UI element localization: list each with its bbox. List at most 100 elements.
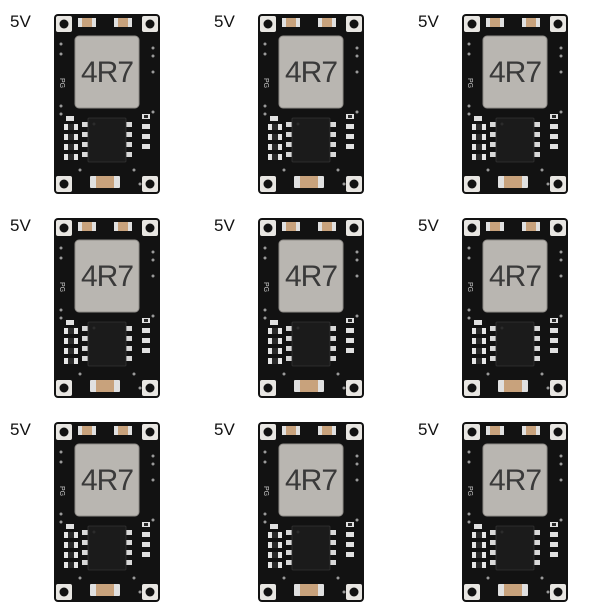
voltage-label: 5V [418,12,439,31]
inductor-marking: 4R7 [489,56,541,89]
inductor-marking: 4R7 [81,260,133,293]
bottom-vias [78,168,142,186]
voltage-label: 5V [418,216,439,235]
bottom-capacitor [498,584,528,596]
top-capacitors [486,222,540,231]
smd-components [270,522,354,557]
inductor-marking: 4R7 [285,464,337,497]
mounting-holes [464,220,566,396]
pg-silkscreen: PG [262,78,269,88]
regulator-ic [82,525,132,571]
bottom-vias [486,576,550,594]
inductor [279,36,343,108]
bottom-vias [282,576,346,594]
module-cell-9: 5V [408,408,608,610]
bottom-vias [282,372,346,390]
pcb-board: PG 4R7 [52,216,162,400]
regulator-ic [286,117,336,163]
pg-silkscreen: PG [58,486,65,496]
side-vias [263,42,359,116]
top-capacitors [78,222,132,231]
side-vias [467,450,563,524]
inductor [279,444,343,516]
smd-components [474,318,558,353]
module-cell-1: 5V [0,0,200,202]
inductor-marking: 4R7 [489,464,541,497]
regulator-ic [82,321,132,367]
mounting-holes [260,220,362,396]
pg-silkscreen: PG [466,78,473,88]
pcb-drawing: PG 4R7 [258,218,364,398]
pcb-drawing: PG 4R7 [462,422,568,602]
smd-components [270,114,354,149]
pg-silkscreen: PG [58,78,65,88]
side-vias [263,246,359,320]
module-cell-5: 5V [204,204,404,406]
top-capacitors [282,222,336,231]
regulator-ic [490,525,540,571]
inductor [75,444,139,516]
smd-components [474,522,558,557]
regulator-ic [490,321,540,367]
inductor [75,240,139,312]
bottom-vias [78,372,142,390]
side-vias [467,246,563,320]
left-passives [472,124,486,160]
mounting-holes [56,424,158,600]
regulator-ic [286,525,336,571]
pcb-drawing: PG 4R7 [258,14,364,194]
inductor [483,36,547,108]
regulator-ic [82,117,132,163]
pcb-board: PG 4R7 [52,12,162,196]
top-capacitors [282,426,336,435]
pcb-board: PG 4R7 [256,12,366,196]
bottom-capacitor [294,380,324,392]
bottom-vias [486,372,550,390]
pg-silkscreen: PG [466,282,473,292]
top-capacitors [282,18,336,27]
top-capacitors [486,426,540,435]
smd-components [66,522,150,557]
left-passives [472,328,486,364]
pcb-drawing: PG 4R7 [462,218,568,398]
mounting-holes [56,220,158,396]
mounting-holes [464,16,566,192]
voltage-label: 5V [214,420,235,439]
inductor-marking: 4R7 [81,464,133,497]
pg-silkscreen: PG [58,282,65,292]
bottom-capacitor [90,176,120,188]
mounting-holes [464,424,566,600]
pg-silkscreen: PG [466,486,473,496]
inductor-marking: 4R7 [81,56,133,89]
bottom-capacitor [294,176,324,188]
regulator-ic [490,117,540,163]
bottom-capacitor [90,380,120,392]
left-passives [268,328,282,364]
pg-silkscreen: PG [262,486,269,496]
pcb-drawing: PG 4R7 [462,14,568,194]
side-vias [263,450,359,524]
inductor [279,240,343,312]
pcb-board: PG 4R7 [52,420,162,604]
voltage-label: 5V [214,216,235,235]
side-vias [59,246,155,320]
module-cell-8: 5V [204,408,404,610]
left-passives [472,532,486,568]
module-cell-2: 5V [204,0,404,202]
inductor [75,36,139,108]
side-vias [59,450,155,524]
voltage-label: 5V [10,216,31,235]
module-cell-3: 5V [408,0,608,202]
top-capacitors [78,426,132,435]
smd-components [474,114,558,149]
voltage-label: 5V [10,420,31,439]
inductor-marking: 4R7 [285,56,337,89]
left-passives [268,532,282,568]
smd-components [66,318,150,353]
bottom-vias [486,168,550,186]
pg-silkscreen: PG [262,282,269,292]
pcb-drawing: PG 4R7 [54,218,160,398]
inductor [483,240,547,312]
mounting-holes [260,16,362,192]
pcb-drawing: PG 4R7 [258,422,364,602]
